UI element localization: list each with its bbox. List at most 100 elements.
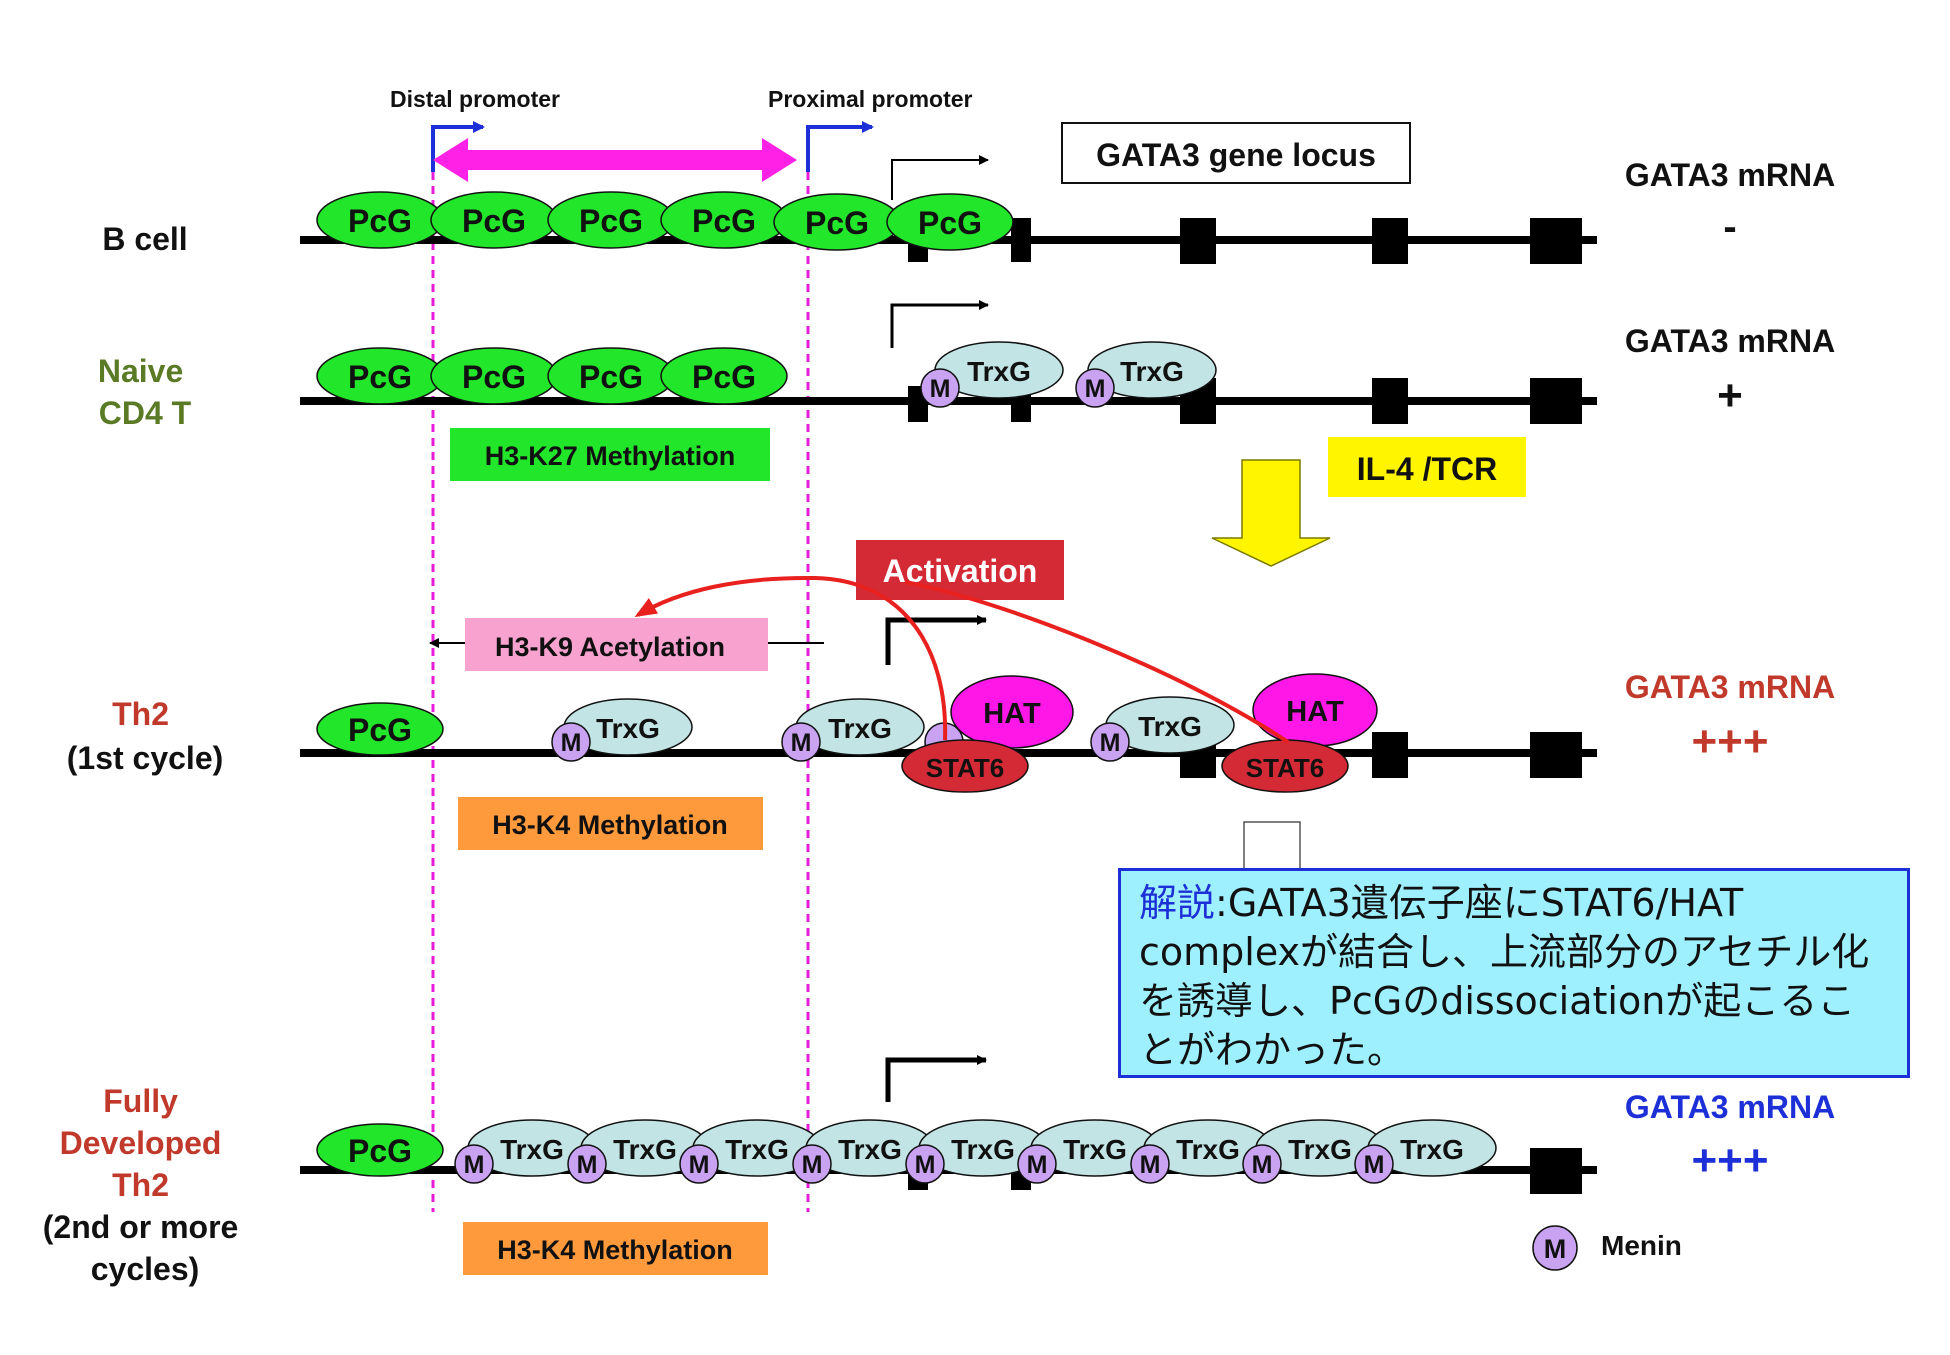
- menin-label: M: [915, 1151, 936, 1179]
- hat-label: HAT: [983, 698, 1041, 730]
- menin-label: M: [1140, 1151, 1161, 1179]
- h3k4-first-label: H3-K4 Methylation: [492, 810, 728, 840]
- menin-protein: [905, 1144, 945, 1184]
- legend-menin-symbol: M: [1544, 1234, 1567, 1264]
- trxg-label: TrxG: [500, 1134, 564, 1165]
- exon-4: [1372, 378, 1408, 424]
- trxg-label: TrxG: [967, 356, 1031, 387]
- pcg-label: PcG: [348, 712, 412, 748]
- menin-protein: [1017, 1144, 1057, 1184]
- gene-locus-label: GATA3 gene locus: [1096, 137, 1376, 173]
- trxg-label: TrxG: [1400, 1134, 1464, 1165]
- explanation-note: 解説:GATA3遺伝子座にSTAT6/HAT complexが結合し、上流部分の…: [1118, 868, 1910, 1078]
- pcg-label: PcG: [805, 205, 869, 241]
- pcg-label: PcG: [348, 1133, 412, 1169]
- gene-locus-box: [1061, 122, 1411, 184]
- h3k27-label: H3-K27 Methylation: [485, 441, 736, 471]
- trxg-label: TrxG: [725, 1134, 789, 1165]
- exon-5: [1530, 732, 1582, 778]
- trxg-label: TrxG: [1176, 1134, 1240, 1165]
- mrna-level-b-cell: -: [1723, 205, 1736, 249]
- pcg-label: PcG: [579, 359, 643, 395]
- mrna-label-th2-full: GATA3 mRNA: [1625, 1089, 1835, 1125]
- row-b-cell: PcG PcG PcG PcG PcG PcG: [300, 155, 1597, 264]
- tss-arrow: [885, 1055, 987, 1102]
- pcg-label: PcG: [348, 359, 412, 395]
- h3k9-box: [465, 618, 768, 671]
- row-label-th2-full: Fully Developed Th2 (2nd or more cycles): [43, 1083, 247, 1287]
- legend-menin-label: Menin: [1601, 1230, 1682, 1261]
- row-th2-first: PcG TrxG M TrxG M HAT STAT6 TrxG M HAT S…: [300, 615, 1597, 850]
- exon-4: [1372, 732, 1408, 778]
- callout-pointer: [1243, 821, 1301, 873]
- mrna-level-th2-first: +++: [1691, 717, 1768, 766]
- trxg-label: TrxG: [838, 1134, 902, 1165]
- menin-protein: [1090, 722, 1130, 762]
- activation-arrow-1: [634, 575, 948, 741]
- h3k4-first-box: [458, 797, 763, 850]
- trxg-label: TrxG: [1138, 711, 1202, 742]
- trxg-label: TrxG: [951, 1134, 1015, 1165]
- note-body: GATA3遺伝子座にSTAT6/HAT complexが結合し、上流部分のアセチ…: [1139, 881, 1870, 1072]
- hat-label: HAT: [1286, 696, 1344, 728]
- note-title: 解説: [1139, 881, 1216, 925]
- menin-protein: [1242, 1144, 1282, 1184]
- activation-box: [856, 540, 1064, 600]
- menin-label: M: [1252, 1151, 1273, 1179]
- row-naive-cd4: PcG PcG PcG PcG TrxG M TrxG M H3-K27 Met…: [300, 300, 1597, 481]
- menin-label: M: [791, 729, 812, 757]
- legend-menin-icon: [1532, 1225, 1578, 1271]
- distal-promoter-label: Distal promoter: [390, 86, 560, 112]
- exon-2: [1011, 218, 1031, 262]
- menin-label: M: [1364, 1151, 1385, 1179]
- stat6-label: STAT6: [926, 753, 1004, 783]
- stat6-protein: [901, 739, 1029, 793]
- menin-protein: [679, 1144, 719, 1184]
- mrna-label-b-cell: GATA3 mRNA: [1625, 157, 1835, 193]
- tss-arrow: [890, 300, 989, 348]
- pcg-label: PcG: [579, 203, 643, 239]
- trxg-label: TrxG: [828, 713, 892, 744]
- distal-region-double-arrow: [433, 138, 797, 182]
- menin-label: M: [930, 375, 951, 403]
- mrna-label-th2-first: GATA3 mRNA: [1625, 669, 1835, 705]
- exon-5: [1530, 1148, 1582, 1194]
- pcg-label: PcG: [918, 205, 982, 241]
- pcg-protein: [660, 347, 788, 405]
- row-label-b-cell: B cell: [102, 221, 187, 257]
- signal-box: [1328, 437, 1526, 497]
- stat6-label: STAT6: [1246, 753, 1324, 783]
- menin-protein: [781, 722, 821, 762]
- menin-label: M: [577, 1151, 598, 1179]
- row-label-th2-first: Th2 (1st cycle): [67, 696, 224, 776]
- note-separator: :: [1215, 881, 1228, 925]
- signal-down-arrow: [1211, 459, 1331, 567]
- menin-label: M: [1085, 375, 1106, 403]
- proximal-promoter-label: Proximal promoter: [768, 86, 973, 112]
- distal-promoter-arrow: [431, 121, 485, 172]
- pcg-protein: [316, 1123, 444, 1177]
- trxg-label: TrxG: [1063, 1134, 1127, 1165]
- menin-protein: [920, 368, 960, 408]
- tss-arrow: [891, 155, 989, 200]
- menin-protein: [1075, 368, 1115, 408]
- pcg-label: PcG: [348, 203, 412, 239]
- exon-3: [1180, 218, 1216, 264]
- pcg-protein: [886, 193, 1014, 251]
- h3k4-full-box: [463, 1222, 768, 1275]
- menin-label: M: [689, 1151, 710, 1179]
- signal-label: IL-4 /TCR: [1357, 451, 1497, 487]
- menin-protein: [567, 1144, 607, 1184]
- trxg-label: TrxG: [613, 1134, 677, 1165]
- menin-label: M: [802, 1151, 823, 1179]
- menin-label: M: [1100, 729, 1121, 757]
- exon-4: [1372, 218, 1408, 264]
- menin-label: M: [464, 1151, 485, 1179]
- mrna-level-th2-full: +++: [1691, 1136, 1768, 1185]
- mrna-label-naive: GATA3 mRNA: [1625, 323, 1835, 359]
- menin-protein: [1354, 1144, 1394, 1184]
- activation-arrow-2: [904, 580, 1290, 744]
